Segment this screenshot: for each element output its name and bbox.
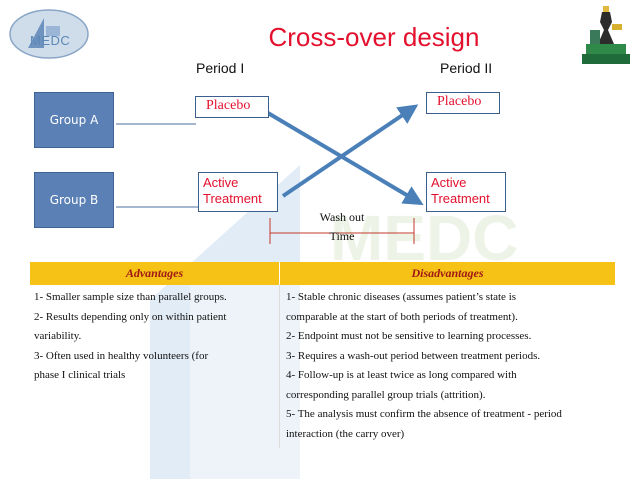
- disadvantage-line: 3- Requires a wash-out period between tr…: [286, 349, 541, 362]
- active-label-line2: Treatment: [431, 191, 490, 206]
- disadvantage-line: 5- The analysis must confirm the absence…: [286, 408, 562, 420]
- advantages-header: Advantages: [30, 262, 280, 285]
- advantages-cell: 1- Smaller sample size than parallel gro…: [30, 285, 280, 448]
- active-label-line1: Active: [203, 175, 239, 190]
- advantage-line: 2- Results depending only on within pati…: [34, 310, 227, 323]
- advantage-line: 1- Smaller sample size than parallel gro…: [34, 291, 227, 303]
- active-treatment-period-1: Active Treatment: [198, 172, 278, 212]
- placebo-period-2: Placebo: [426, 92, 500, 114]
- disadvantage-line: 4- Follow-up is at least twice as long c…: [286, 369, 517, 381]
- pharaoh-scribe-icon: [582, 6, 630, 64]
- disadvantage-line: 1- Stable chronic diseases (assumes pati…: [286, 291, 517, 303]
- medc-logo: [9, 9, 89, 59]
- advantage-line: phase I clinical trials: [34, 369, 126, 381]
- advantage-line: variability.: [34, 330, 82, 342]
- disadvantage-line: 2- Endpoint must not be sensitive to lea…: [286, 330, 532, 342]
- disadvantage-line: corresponding parallel group trials (att…: [286, 388, 486, 401]
- disadvantage-line: interaction (the carry over): [286, 427, 405, 440]
- active-label-line2: Treatment: [203, 191, 262, 206]
- active-label-line1: Active: [431, 175, 467, 190]
- disadvantages-header: Disadvantages: [280, 262, 616, 285]
- slide-title: Cross-over design: [268, 22, 480, 52]
- group-b-box: Group B: [34, 172, 114, 228]
- washout-line1: Wash out: [319, 210, 365, 224]
- crossover-arrow-up: [281, 104, 419, 198]
- logo-text: MEDC: [30, 33, 71, 48]
- period-2-label: Period II: [440, 60, 493, 76]
- washout-label: Wash out Time: [300, 208, 384, 246]
- washout-line2: Time: [329, 229, 355, 243]
- active-treatment-period-2: Active Treatment: [426, 172, 506, 212]
- period-1-label: Period I: [196, 60, 245, 76]
- comparison-table: Advantages Disadvantages 1- Smaller samp…: [30, 262, 616, 448]
- group-a-box: Group A: [34, 92, 114, 148]
- advantage-line: 3- Often used in healthy volunteers (for: [34, 349, 209, 362]
- disadvantage-line: comparable at the start of both periods …: [286, 310, 518, 323]
- disadvantages-cell: 1- Stable chronic diseases (assumes pati…: [280, 285, 616, 448]
- placebo-period-1: Placebo: [195, 96, 269, 118]
